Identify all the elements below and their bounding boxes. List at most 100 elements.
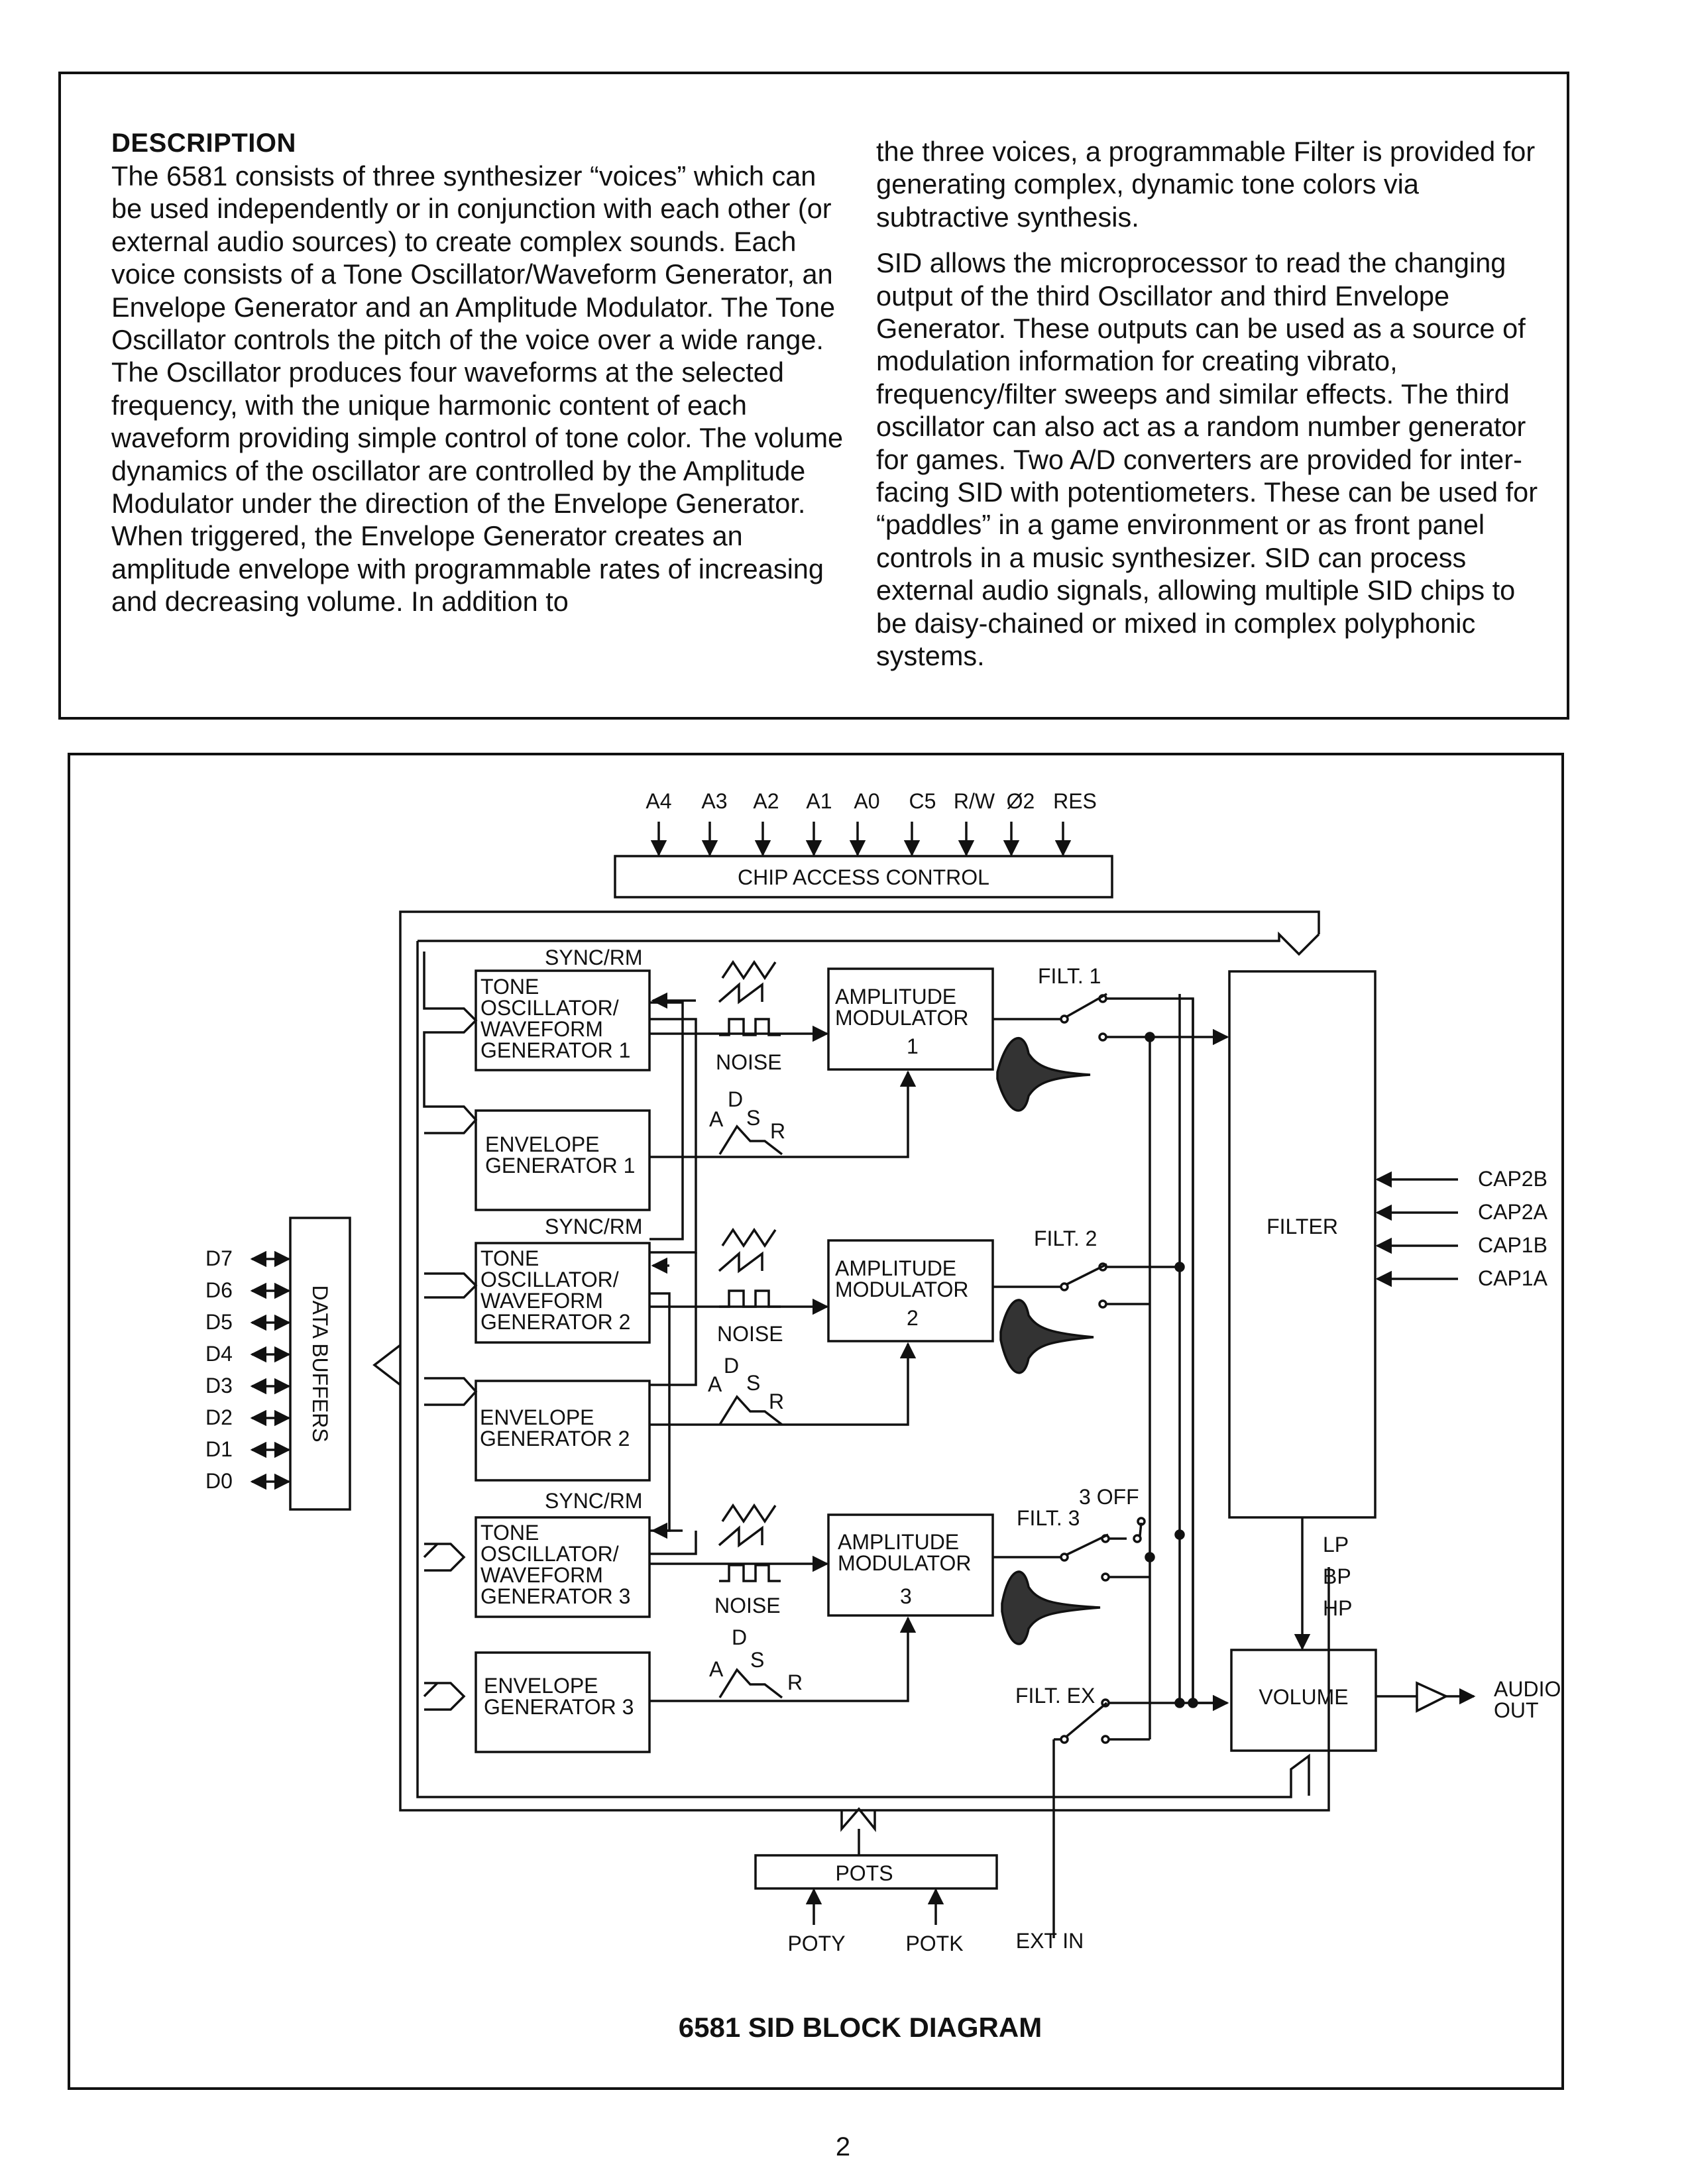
triangle-wave-icon	[721, 959, 777, 981]
envelope-3-line-2: GENERATOR 3	[484, 1695, 634, 1719]
oscillator-2-line-1: TONE	[480, 1246, 539, 1270]
modulator-3-line-3: 3	[900, 1584, 912, 1608]
envelope-2-line-2: GENERATOR 2	[480, 1427, 630, 1450]
description-paragraph-2: the three voices, a programmable Filter …	[876, 136, 1536, 233]
modulator-1-line-1: AMPLITUDE	[835, 985, 956, 1009]
description-paragraph-3: SID allows the microprocessor to read th…	[876, 247, 1538, 672]
pin-label-a0: A0	[854, 789, 879, 813]
pulse-wave-icon	[719, 1564, 781, 1582]
modulator-1-line-2: MODULATOR	[835, 1006, 969, 1030]
data-pin-d5: D5	[205, 1310, 233, 1334]
page-number: 2	[835, 2132, 851, 2161]
filter-output-hp: HP	[1323, 1596, 1352, 1620]
adsr-d-1: D	[728, 1087, 743, 1111]
envelope-1-line-2: GENERATOR 1	[485, 1154, 635, 1177]
modulator-3-line-1: AMPLITUDE	[838, 1530, 959, 1554]
sync-rm-label-3: SYNC/RM	[545, 1489, 643, 1513]
chip-access-control-label: CHIP ACCESS CONTROL	[738, 865, 989, 889]
pin-label-a2: A2	[753, 789, 779, 813]
oscillator-1-line-2: OSCILLATOR/	[480, 996, 619, 1020]
data-bus-connector	[372, 1344, 402, 1386]
sawtooth-wave-icon	[718, 1251, 763, 1274]
data-pin-d0: D0	[205, 1469, 233, 1493]
noise-label-3: NOISE	[714, 1594, 781, 1617]
oscillator-2-line-2: OSCILLATOR/	[480, 1268, 619, 1291]
adsr-d-3: D	[732, 1625, 747, 1649]
adsr-envelope-icon	[718, 1668, 783, 1699]
triangle-wave-icon	[721, 1227, 777, 1248]
modulator-2-line-2: MODULATOR	[835, 1278, 969, 1301]
cap-pin-cap1b: CAP1B	[1478, 1233, 1547, 1257]
pin-label-res: RES	[1053, 789, 1097, 813]
sawtooth-wave-icon	[718, 982, 763, 1005]
pots-block	[754, 1854, 998, 1890]
adsr-r-1: R	[770, 1119, 785, 1143]
filt-3-label: FILT. 3	[1017, 1506, 1080, 1530]
data-pin-d7: D7	[205, 1246, 233, 1270]
envelope-generator-3-block	[475, 1651, 651, 1753]
diagram-title: 6581 SID BLOCK DIAGRAM	[679, 2012, 1042, 2043]
sawtooth-wave-icon	[718, 1525, 763, 1548]
oscillator-2-line-3: WAVEFORM	[480, 1289, 603, 1313]
data-pin-d6: D6	[205, 1278, 233, 1302]
oscillator-3-line-1: TONE	[480, 1521, 539, 1545]
cap-pin-arrows	[1375, 1171, 1458, 1287]
adsr-s-1: S	[746, 1106, 760, 1130]
envelope-2-line-1: ENVELOPE	[480, 1405, 594, 1429]
cap-pin-cap1a: CAP1A	[1478, 1266, 1548, 1290]
filt-ex-label: FILT. EX	[1015, 1684, 1095, 1708]
data-pin-d4: D4	[205, 1342, 233, 1366]
envelope-generator-2-block	[475, 1380, 651, 1482]
three-off-label: 3 OFF	[1079, 1485, 1139, 1509]
adsr-r-3: R	[787, 1670, 803, 1694]
data-buffers-label: DATA BUFFERS	[308, 1285, 332, 1442]
filter-output-bp: BP	[1323, 1564, 1351, 1588]
sync-rm-label-2: SYNC/RM	[545, 1215, 643, 1238]
adsr-d-2: D	[724, 1354, 739, 1378]
cap-pin-cap2b: CAP2B	[1478, 1167, 1547, 1191]
sync-rm-label-1: SYNC/RM	[545, 946, 643, 969]
adsr-envelope-icon	[718, 1124, 783, 1156]
data-buffers-block	[289, 1217, 351, 1511]
pot-pin-potk: POTK	[905, 1932, 963, 1955]
oscillator-1-line-1: TONE	[480, 975, 539, 999]
pin-label-a4: A4	[646, 789, 671, 813]
oscillator-3-line-3: WAVEFORM	[480, 1563, 603, 1587]
oscillator-2-line-4: GENERATOR 2	[480, 1310, 630, 1334]
description-paragraph-1: The 6581 consists of three synthesizer “…	[111, 160, 844, 618]
amplitude-modulator-2-block	[827, 1239, 994, 1342]
modulator-2-line-3: 2	[907, 1306, 919, 1330]
audio-out-line-2: OUT	[1494, 1698, 1539, 1722]
volume-label: VOLUME	[1259, 1685, 1348, 1709]
pin-label-rw: R/W	[954, 789, 995, 813]
envelope-signal-2-icon	[999, 1299, 1094, 1374]
internal-bus	[399, 910, 1330, 1832]
envelope-signal-3-icon	[1001, 1570, 1101, 1645]
block-diagram-frame	[68, 753, 1564, 2090]
data-pin-d2: D2	[205, 1405, 233, 1429]
description-left-column: DESCRIPTION The 6581 consists of three s…	[111, 127, 854, 618]
audio-out-line-1: AUDIO	[1494, 1677, 1561, 1701]
description-right-column: the three voices, a programmable Filter …	[876, 135, 1546, 673]
data-pin-d1: D1	[205, 1437, 233, 1461]
adsr-s-3: S	[750, 1648, 764, 1672]
filt-2-label: FILT. 2	[1034, 1227, 1097, 1250]
noise-label-2: NOISE	[717, 1322, 783, 1346]
pin-label-phi2: Ø2	[1007, 789, 1035, 813]
oscillator-3-line-2: OSCILLATOR/	[480, 1542, 619, 1566]
modulator-1-line-3: 1	[907, 1034, 919, 1058]
filter-label: FILTER	[1266, 1215, 1338, 1238]
filt-1-label: FILT. 1	[1038, 964, 1101, 988]
envelope-generator-1-block	[475, 1109, 651, 1211]
adsr-r-2: R	[769, 1390, 784, 1413]
pots-label: POTS	[835, 1861, 893, 1885]
adsr-a-3: A	[709, 1657, 724, 1681]
tone-oscillator-3-block	[475, 1516, 651, 1618]
noise-label-1: NOISE	[716, 1050, 782, 1074]
pulse-wave-icon	[719, 1018, 781, 1036]
pin-label-a3: A3	[701, 789, 727, 813]
pulse-wave-icon	[719, 1289, 781, 1308]
adsr-a-1: A	[709, 1107, 724, 1131]
pin-label-c5: C5	[909, 789, 936, 813]
